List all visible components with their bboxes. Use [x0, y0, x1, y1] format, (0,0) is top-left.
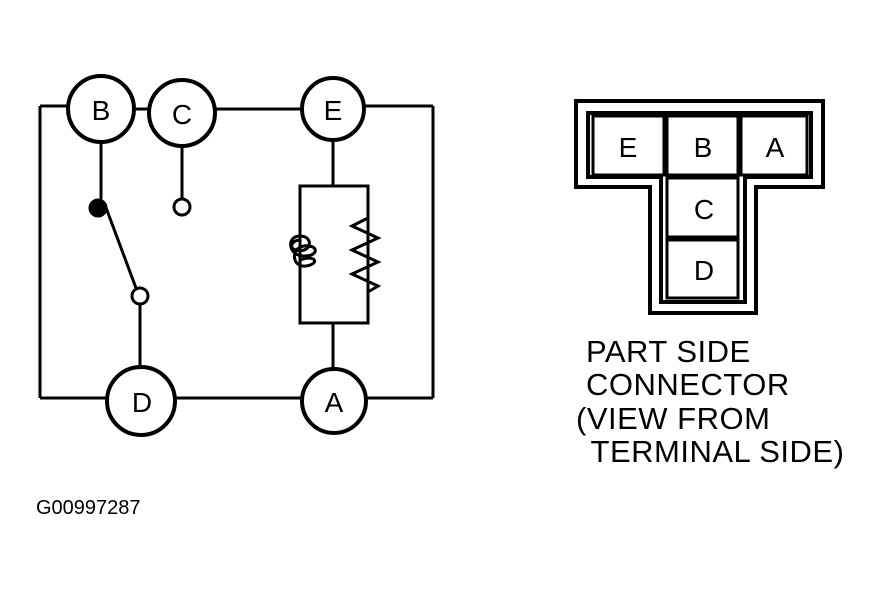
- switch-contact-no: [130, 286, 150, 306]
- switch-pivot-dot: [88, 198, 108, 218]
- coil-icon: [289, 234, 317, 268]
- connector-inner-shell: [586, 111, 813, 304]
- terminal-b-label: B: [92, 95, 111, 126]
- cell-c-label: C: [694, 194, 714, 225]
- terminal-c-label: C: [172, 99, 192, 130]
- terminals: [66, 74, 368, 437]
- figure-code: G00997287: [36, 497, 141, 519]
- terminal-d-circle: [105, 365, 177, 437]
- cell-a-label: A: [766, 132, 785, 163]
- schematic: [38, 104, 435, 400]
- cell-a: [739, 114, 809, 177]
- terminal-c-circle: [147, 78, 217, 148]
- terminal-d-label: D: [132, 387, 152, 418]
- cell-b-label: B: [694, 132, 713, 163]
- connector-outer-shell: [574, 99, 825, 315]
- connector-caption-line-1: PART SIDE: [586, 334, 751, 369]
- cell-e-label: E: [619, 132, 638, 163]
- cell-d-label: D: [694, 255, 714, 286]
- connector-cells: [591, 114, 809, 300]
- terminal-a-circle: [300, 367, 368, 435]
- connector-caption-line-3: (VIEW FROM: [576, 401, 771, 436]
- cell-d: [665, 238, 740, 300]
- cell-e: [591, 114, 666, 177]
- switch-contact-c: [172, 197, 192, 217]
- cell-b: [665, 114, 740, 177]
- terminal-e-label: E: [324, 95, 343, 126]
- connector-caption-line-2: CONNECTOR: [586, 367, 790, 402]
- terminal-b-circle: [66, 74, 136, 144]
- connector-caption-line-4: TERMINAL SIDE): [582, 434, 845, 469]
- resistor-icon: [348, 216, 382, 294]
- connector-outline: [574, 99, 825, 315]
- terminal-e-circle: [300, 76, 366, 142]
- switch-arm: [103, 204, 138, 289]
- terminal-a-label: A: [325, 387, 344, 418]
- cell-c: [665, 176, 740, 239]
